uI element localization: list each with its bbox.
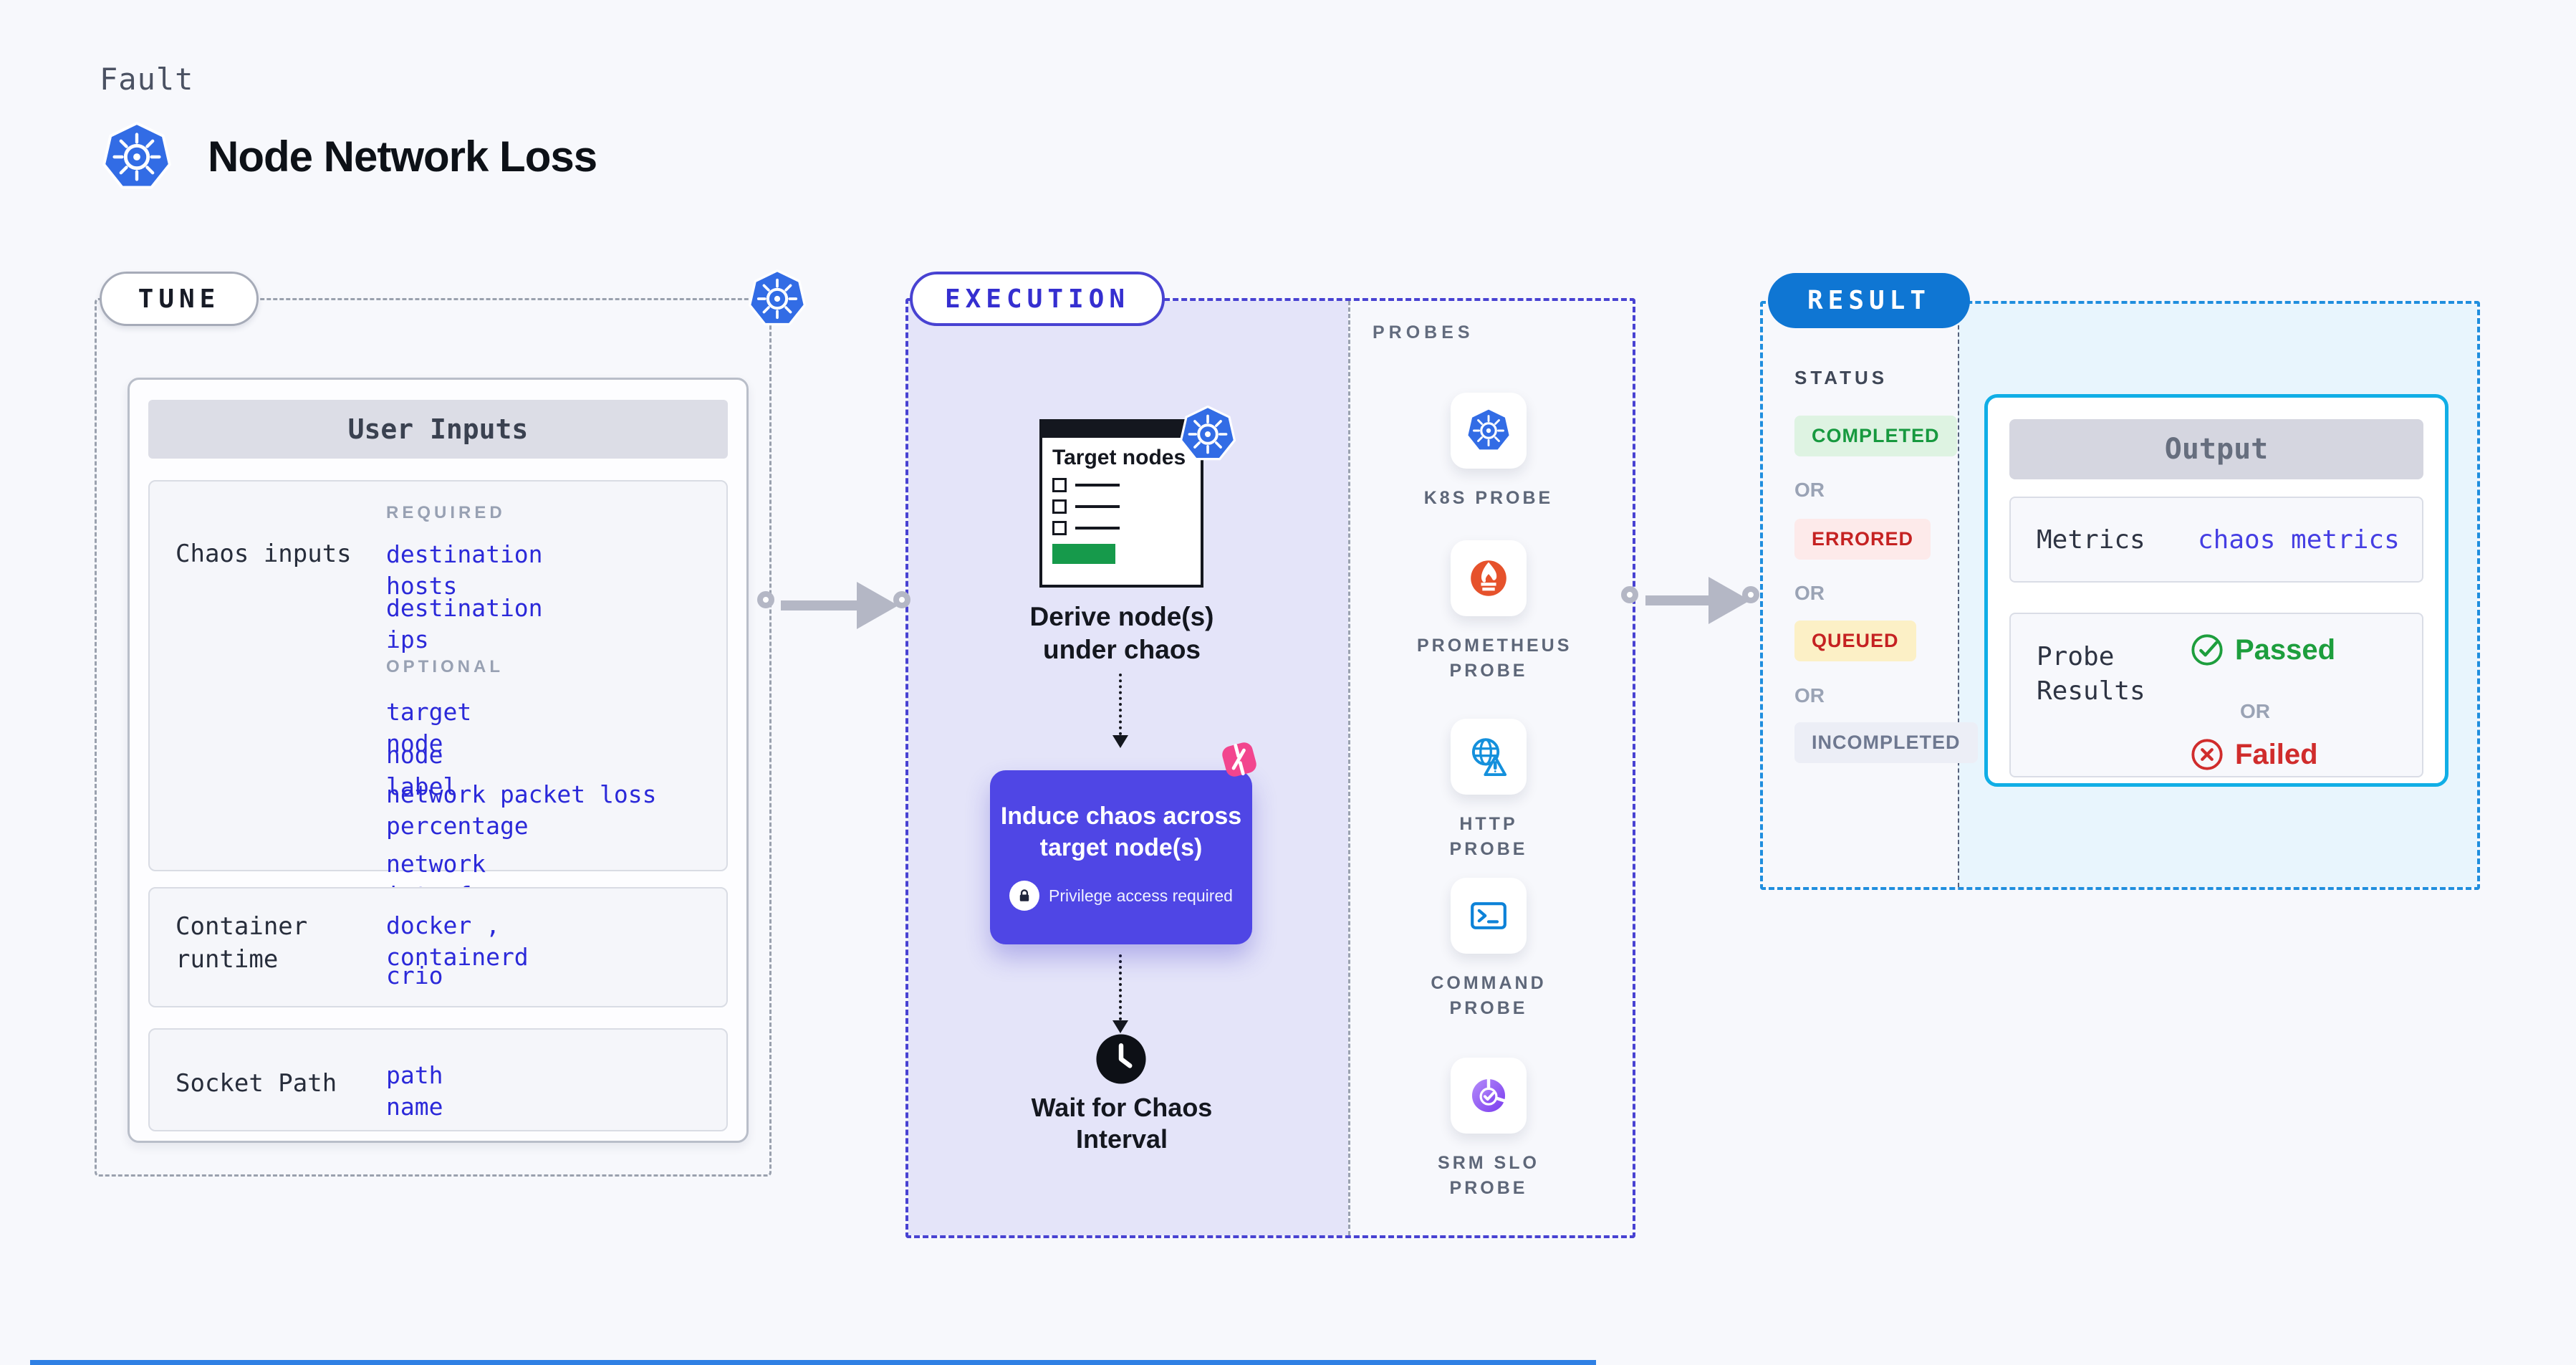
probe-label: HTTP PROBE — [1449, 814, 1528, 859]
target-nodes-doc: Target nodes — [1039, 419, 1203, 588]
lock-icon — [1009, 881, 1040, 911]
optional-label: OPTIONAL — [386, 657, 504, 676]
arrow-tune-to-execution — [781, 600, 861, 610]
induce-chaos-card: Induce chaos across target node(s) Privi… — [990, 770, 1252, 944]
target-nodes-titlebar — [1042, 422, 1201, 438]
green-progress-bar — [1052, 544, 1115, 564]
link-docker-containerd[interactable]: docker , containerd — [386, 911, 529, 971]
list-line — [1075, 484, 1120, 487]
probe-label: PROMETHEUS PROBE — [1417, 636, 1572, 681]
checkbox-icon — [1052, 478, 1067, 492]
checkbox-icon — [1052, 521, 1067, 535]
arrowhead-tune-to-execution — [857, 582, 898, 629]
list-line — [1075, 527, 1120, 530]
probe-results-row: Probe Results Passed OR Failed — [2009, 613, 2423, 777]
or-label: OR — [1794, 684, 1825, 707]
dotted-arrowhead — [1112, 1020, 1128, 1033]
probe-label: SRM SLO PROBE — [1438, 1153, 1539, 1198]
prometheus-probe-icon — [1451, 540, 1527, 616]
status-label: STATUS — [1794, 367, 1888, 388]
link-crio[interactable]: crio — [386, 962, 443, 990]
metrics-label: Metrics — [2037, 525, 2145, 555]
metrics-row: Metrics chaos metrics — [2009, 497, 2423, 583]
dotted-arrow-line — [1119, 674, 1122, 735]
container-runtime-label: Container runtime — [176, 912, 308, 974]
http-probe-icon — [1451, 719, 1527, 795]
x-circle-icon — [2190, 737, 2224, 772]
probe-item-k8s: K8S PROBE — [1417, 393, 1560, 511]
wait-chaos-interval-label: Wait for Chaos Interval — [1031, 1093, 1213, 1154]
dotted-arrow-line — [1119, 954, 1122, 1020]
connector-dot — [1621, 586, 1638, 603]
probe-item-prometheus: PROMETHEUS PROBE — [1417, 540, 1572, 684]
link-target-node[interactable]: target node — [386, 698, 472, 757]
chaos-metrics-link[interactable]: chaos metrics — [2198, 525, 2400, 555]
connector-dot — [893, 591, 910, 608]
socket-path-box: Socket Path path name — [148, 1028, 728, 1131]
failed-label: Failed — [2235, 738, 2318, 770]
or-label: OR — [1794, 582, 1825, 604]
derive-nodes-label: Derive node(s) under chaos — [1029, 602, 1214, 664]
status-badge-completed: COMPLETED — [1794, 416, 1957, 456]
output-header: Output — [2009, 419, 2423, 479]
status-badge-queued: QUEUED — [1794, 621, 1916, 661]
probe-results-label: Probe Results — [2037, 642, 2145, 706]
arrow-execution-to-result — [1645, 595, 1716, 605]
privilege-access-label: Privilege access required — [1049, 886, 1233, 905]
bottom-edge-strip — [30, 1360, 1596, 1365]
probe-label: COMMAND PROBE — [1431, 973, 1547, 1018]
passed-label: Passed — [2235, 633, 2336, 666]
checkbox-icon — [1052, 499, 1067, 514]
kubernetes-target-icon — [1179, 406, 1236, 463]
probes-label: PROBES — [1373, 322, 1474, 343]
probe-label: K8S PROBE — [1423, 488, 1554, 508]
clock-icon — [1095, 1033, 1147, 1085]
kubernetes-corner-icon — [748, 269, 807, 328]
connector-dot — [757, 591, 774, 608]
required-label: REQUIRED — [386, 503, 506, 522]
chaos-inputs-box: Chaos inputs REQUIRED destination hosts … — [148, 480, 728, 909]
target-nodes-title: Target nodes — [1052, 446, 1186, 469]
dotted-arrowhead — [1112, 735, 1128, 748]
probe-item-srm-slo: SRM SLO PROBE — [1417, 1058, 1560, 1201]
chaos-inputs-label: Chaos inputs — [176, 540, 352, 568]
chaos-pinwheel-icon — [1218, 738, 1261, 781]
output-card: Output Metrics chaos metrics Probe Resul… — [1984, 394, 2448, 787]
status-badge-errored: ERRORED — [1794, 519, 1931, 560]
status-badge-incompleted: INCOMPLETED — [1794, 722, 1978, 763]
container-runtime-box: Container runtime docker , containerd cr… — [148, 887, 728, 1007]
connector-dot — [1742, 586, 1759, 603]
kubernetes-logo-icon — [102, 122, 172, 192]
probe-item-http: HTTP PROBE — [1417, 719, 1560, 862]
result-pill: RESULT — [1768, 273, 1970, 328]
tune-section-box — [95, 298, 772, 1177]
check-circle-icon — [2190, 633, 2224, 667]
tune-pill: TUNE — [100, 272, 259, 326]
arrowhead-execution-to-result — [1708, 577, 1750, 624]
link-network-packet-loss-percentage[interactable]: network packet loss percentage — [386, 780, 657, 840]
link-path-name[interactable]: path name — [386, 1061, 443, 1121]
induce-chaos-label: Induce chaos across target node(s) — [1000, 803, 1242, 861]
link-destination-ips[interactable]: destination ips — [386, 594, 543, 653]
link-node-label[interactable]: node label — [386, 741, 458, 800]
user-inputs-header: User Inputs — [148, 400, 728, 459]
user-inputs-card: User Inputs Chaos inputs REQUIRED destin… — [128, 378, 749, 1143]
page-title: Node Network Loss — [208, 133, 597, 181]
command-probe-icon — [1451, 878, 1527, 954]
probes-divider — [1348, 301, 1350, 1235]
socket-path-label: Socket Path — [176, 1069, 337, 1098]
probe-item-command: COMMAND PROBE — [1417, 878, 1560, 1021]
fault-eyebrow: Fault — [100, 62, 194, 97]
list-line — [1075, 505, 1120, 508]
execution-pill: EXECUTION — [910, 272, 1165, 326]
srm-slo-probe-icon — [1451, 1058, 1527, 1134]
k8s-probe-icon — [1451, 393, 1527, 469]
or-label: OR — [1794, 479, 1825, 501]
link-destination-hosts[interactable]: destination hosts — [386, 540, 543, 600]
or-label: OR — [2240, 700, 2270, 722]
